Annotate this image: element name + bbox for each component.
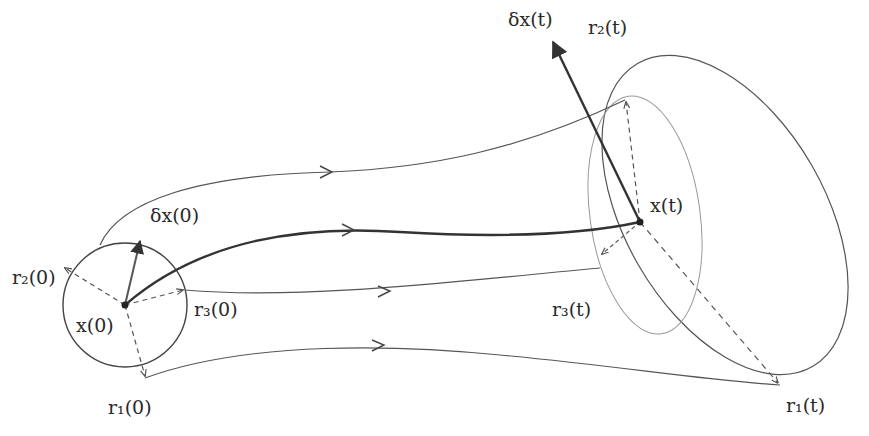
radius-label: r₁(0) [108, 398, 152, 417]
perturbation-vector [125, 241, 140, 305]
vector-label: δx(t) [508, 10, 553, 29]
initial-sphere [63, 243, 187, 367]
flow-line [145, 348, 780, 385]
point-label: x(t) [650, 196, 683, 215]
flow-line [185, 268, 600, 293]
radius-vector [626, 102, 640, 222]
reference-trajectory [125, 222, 640, 305]
radius-label: r₁(t) [786, 396, 825, 415]
vector-label: δx(0) [150, 206, 199, 225]
radius-vector [125, 305, 145, 376]
point [637, 219, 644, 226]
radius-vector [65, 268, 125, 305]
inner-ellipsoid [574, 89, 716, 342]
perturbation-vector [553, 42, 640, 222]
radius-label: r₂(0) [12, 268, 56, 287]
flow-arrow [378, 286, 390, 297]
point [122, 302, 129, 309]
radius-vector [125, 290, 183, 305]
flow-arrow [342, 224, 354, 236]
radius-label: r₃(t) [552, 300, 591, 319]
flow-arrow [372, 340, 384, 351]
flow-arrow [320, 166, 332, 178]
radius-vector [602, 222, 640, 254]
radius-vector [640, 222, 778, 383]
radius-label: r₃(0) [194, 300, 238, 319]
outer-ellipsoid [551, 13, 869, 416]
radius-label: r₂(t) [588, 18, 627, 37]
flow-line [100, 100, 625, 245]
point-label: x(0) [76, 316, 114, 335]
